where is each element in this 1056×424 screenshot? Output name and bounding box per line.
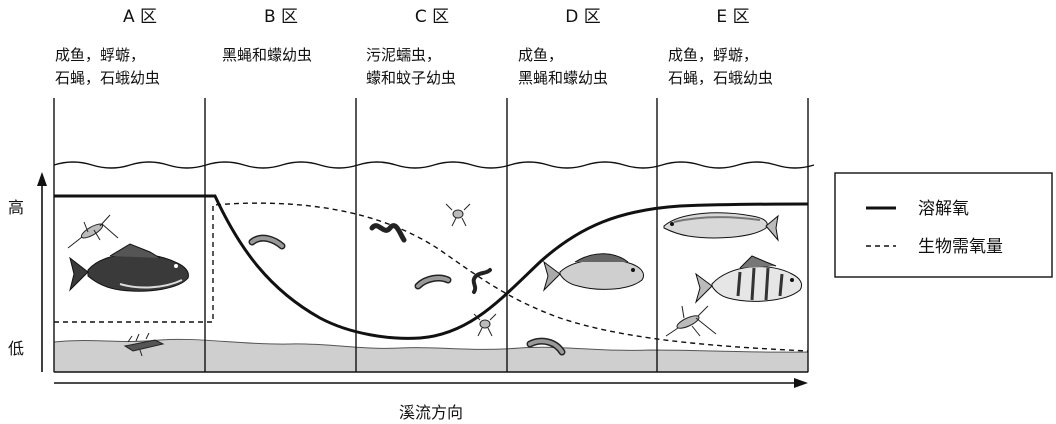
zone-d-organisms-line2: 黑蝇和蠓幼虫 <box>518 69 608 87</box>
x-axis: 溪流方向 <box>54 378 808 422</box>
legend-dissolved-oxygen-label: 溶解氧 <box>918 199 969 219</box>
legend: 溶解氧 生物需氧量 <box>834 172 1053 278</box>
zone-b-heading: B 区 <box>264 7 298 27</box>
zone-a-organisms-line1: 成鱼，蜉蝣， <box>55 46 145 64</box>
y-axis-high-label: 高 <box>8 198 24 217</box>
water-surface <box>53 161 815 169</box>
x-axis-label: 溪流方向 <box>399 403 463 422</box>
legend-bod-label: 生物需氧量 <box>918 237 1003 257</box>
zone-d-heading: D 区 <box>565 7 601 27</box>
zone-d-organisms-line1: 成鱼， <box>518 46 563 64</box>
zone-organisms: 成鱼，蜉蝣， 石蝇，石蛾幼虫 黑蝇和蠓幼虫 污泥蠕虫， 蠓和蚊子幼虫 成鱼， 黑… <box>55 46 773 87</box>
zone-e-organisms-line2: 石蝇，石蛾幼虫 <box>668 69 773 87</box>
zone-headings: A 区 B 区 C 区 D 区 E 区 <box>123 7 750 27</box>
zone-e-perch-fish-icon <box>694 255 803 304</box>
zone-b-organisms-line1: 黑蝇和蠓幼虫 <box>222 46 312 64</box>
zone-c-organisms-line2: 蠓和蚊子幼虫 <box>366 69 456 87</box>
zone-a-caddis-larva-icon <box>123 332 165 357</box>
zone-e-organisms-line1: 成鱼，蜉蝣， <box>668 46 758 64</box>
y-axis-low-label: 低 <box>8 339 24 358</box>
zone-a-insect-larva-icon <box>67 214 119 249</box>
bod-curve <box>54 202 809 352</box>
y-axis: 高 低 <box>8 172 47 372</box>
zone-e-heading: E 区 <box>716 7 749 27</box>
zone-frame <box>53 98 809 373</box>
zone-c-worm-icon <box>369 223 492 294</box>
zone-e-insect-larva-icon <box>665 305 717 337</box>
zone-a-organisms-line2: 石蝇，石蛾幼虫 <box>55 69 160 87</box>
zone-e-trout-fish-icon <box>663 212 779 242</box>
zone-d-fish-icon <box>542 253 645 292</box>
zone-b-worm-icon <box>248 234 286 250</box>
dissolved-oxygen-curve <box>54 194 809 340</box>
zone-c-heading: C 区 <box>415 7 449 27</box>
stream-sediment <box>53 338 809 373</box>
zone-c-insect-larva-icon <box>445 203 497 337</box>
zone-a-heading: A 区 <box>123 7 157 27</box>
zone-c-organisms-line1: 污泥蠕虫， <box>366 46 441 64</box>
zone-a-fish-icon <box>69 243 189 292</box>
zone-d-worm-icon <box>526 337 566 356</box>
